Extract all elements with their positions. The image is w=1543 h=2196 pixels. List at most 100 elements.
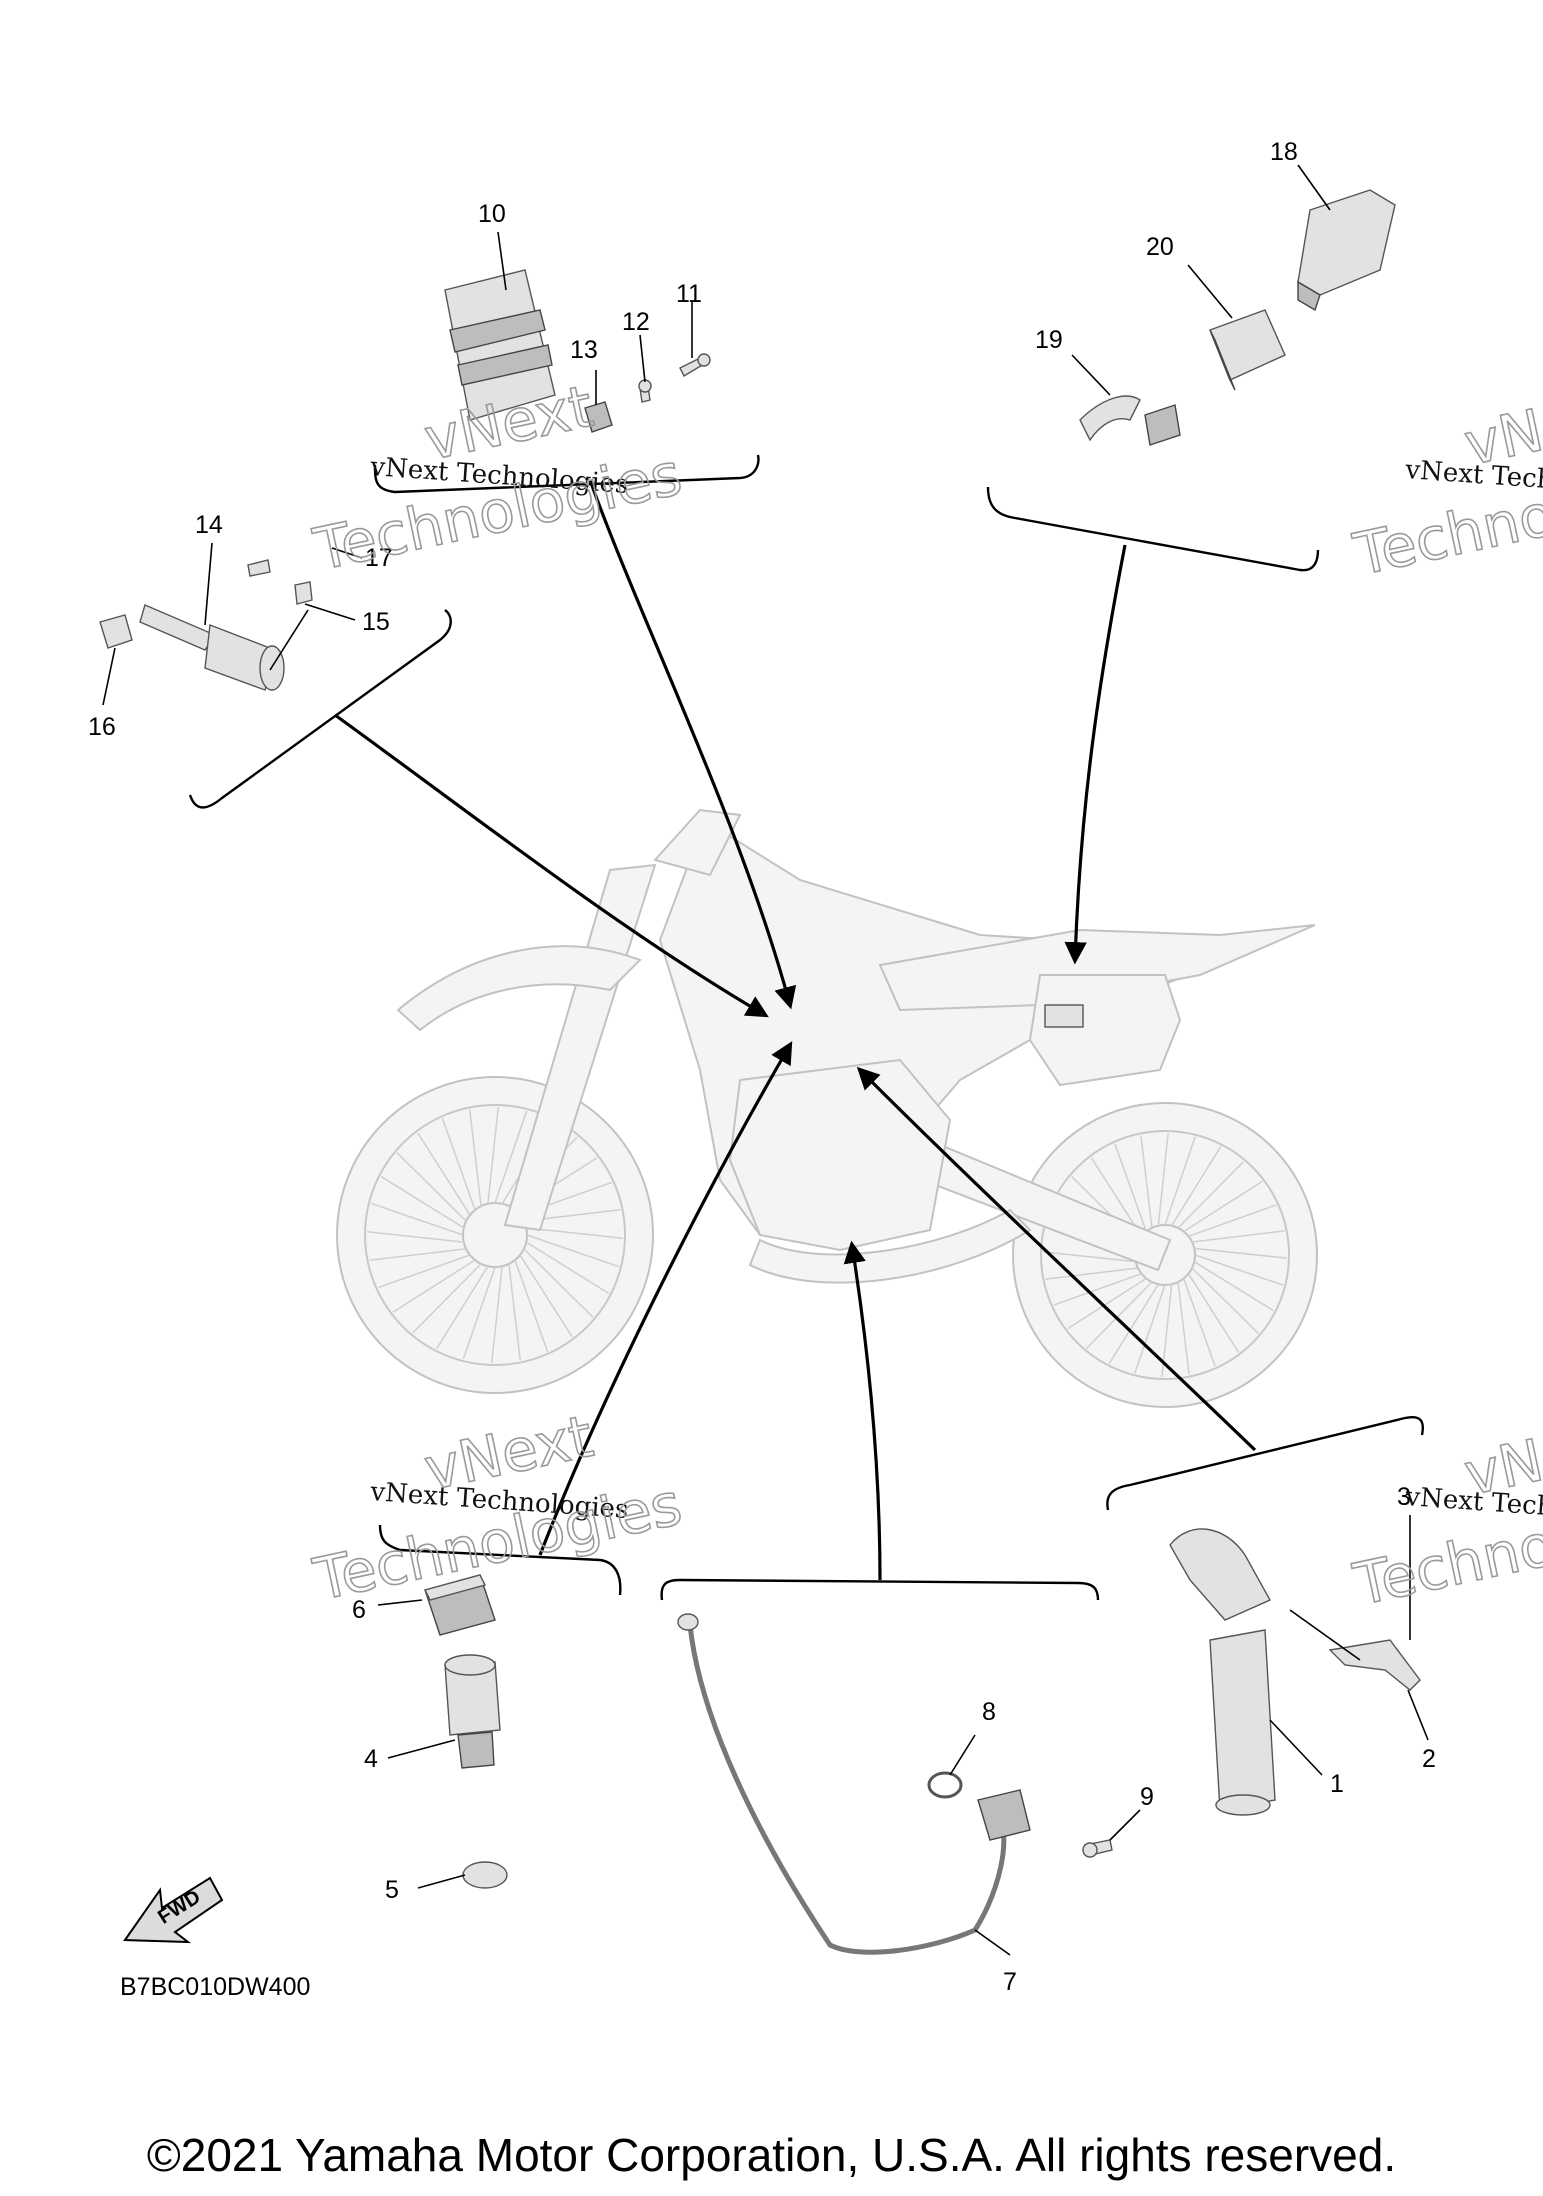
part-19-sensor bbox=[1079, 395, 1181, 446]
callout-12: 12 bbox=[622, 308, 650, 336]
callout-15: 15 bbox=[362, 608, 390, 636]
watermark-big-top: vNext bbox=[419, 372, 599, 474]
part-ecu bbox=[444, 269, 556, 421]
part-18-cdi bbox=[1297, 189, 1396, 312]
callout-11: 11 bbox=[676, 280, 702, 308]
wheel-spoke bbox=[1114, 1143, 1148, 1232]
wheel-spoke bbox=[508, 1263, 522, 1361]
wheel-spoke bbox=[435, 1265, 489, 1350]
wheel-spoke bbox=[525, 1241, 610, 1295]
wheel-spoke bbox=[378, 1254, 471, 1289]
part-20-relay bbox=[1209, 309, 1286, 391]
wheel-spoke bbox=[1177, 1281, 1190, 1375]
callout-16: 16 bbox=[88, 713, 116, 741]
part-12-bolt bbox=[638, 379, 652, 403]
wheel-spoke bbox=[417, 1132, 471, 1216]
wheel-spoke bbox=[1140, 1135, 1153, 1229]
watermark-big-top: vNext bbox=[1459, 377, 1543, 479]
seat bbox=[878, 924, 1316, 1012]
exhaust bbox=[748, 1208, 1032, 1284]
wheel-spoke bbox=[487, 1106, 500, 1204]
wheel-spoke bbox=[369, 1248, 467, 1262]
wheel-spoke bbox=[514, 1259, 549, 1352]
wheel-spoke bbox=[1187, 1273, 1240, 1353]
copyright-notice: ©2021 Yamaha Motor Corporation, U.S.A. A… bbox=[146, 2129, 1397, 2181]
wheel-spoke bbox=[380, 1175, 465, 1229]
wheel-spoke bbox=[526, 1227, 624, 1240]
wheel-spoke bbox=[519, 1254, 573, 1338]
front-fender bbox=[396, 945, 642, 1032]
wheel-spoke bbox=[1164, 1136, 1196, 1226]
callout-10: 10 bbox=[478, 200, 506, 228]
wheel-spoke bbox=[494, 1110, 528, 1204]
wheel-spoke bbox=[412, 1263, 482, 1334]
wheel-spoke bbox=[1045, 1267, 1139, 1280]
wheel-spoke bbox=[1108, 1283, 1159, 1364]
group-brackets bbox=[188, 454, 1424, 1601]
side-panel bbox=[1028, 974, 1182, 1087]
wheel-spoke bbox=[1177, 1161, 1245, 1229]
callout-6: 6 bbox=[352, 1596, 366, 1624]
callout-19: 19 bbox=[1035, 326, 1063, 354]
leader-lines bbox=[102, 164, 1429, 1956]
part-2-bracket bbox=[1328, 1639, 1421, 1691]
part-11-bolt bbox=[679, 353, 711, 377]
callout-numbers: 10 11 12 13 18 20 19 14 17 15 16 6 4 5 7… bbox=[88, 138, 1436, 1996]
relay-on-bike bbox=[1044, 1004, 1084, 1028]
wheel-spoke bbox=[1042, 1251, 1136, 1263]
part-15-clip bbox=[294, 581, 313, 605]
wheel-spoke bbox=[1067, 1277, 1147, 1330]
callout-5: 5 bbox=[385, 1876, 399, 1904]
callout-9: 9 bbox=[1140, 1783, 1154, 1811]
wheel-spoke bbox=[1194, 1254, 1284, 1286]
part-5-washer bbox=[462, 1861, 508, 1889]
callout-14: 14 bbox=[195, 511, 223, 539]
handlebar bbox=[653, 808, 742, 877]
wheel-spoke bbox=[366, 1230, 464, 1243]
wheel-spoke bbox=[1157, 1132, 1169, 1226]
callout-20: 20 bbox=[1146, 233, 1174, 261]
part-16-cap bbox=[99, 614, 133, 649]
watermark-big-top: vNext bbox=[1459, 1407, 1543, 1509]
wheel-spoke bbox=[1053, 1272, 1142, 1306]
callout-8: 8 bbox=[982, 1698, 996, 1726]
callout-7: 7 bbox=[1003, 1968, 1017, 1996]
part-7-sensor-head bbox=[977, 1789, 1031, 1841]
callout-2: 2 bbox=[1422, 1745, 1436, 1773]
wheel-spoke bbox=[1171, 1146, 1222, 1227]
wheel-spoke bbox=[1191, 1230, 1285, 1243]
motorcycle-illustration bbox=[336, 808, 1318, 1408]
wheel-spoke bbox=[468, 1109, 482, 1207]
part-14-ignition-coil bbox=[139, 604, 285, 691]
callout-4: 4 bbox=[364, 1745, 378, 1773]
part-8-oring bbox=[927, 1771, 963, 1799]
drawing-code: B7BC010DW400 bbox=[120, 1973, 310, 2001]
callout-17: 17 bbox=[365, 544, 393, 572]
engine bbox=[728, 1058, 952, 1252]
wheel-spoke bbox=[526, 1234, 620, 1268]
part-1-throttle bbox=[1169, 1528, 1276, 1816]
callout-18: 18 bbox=[1270, 138, 1298, 166]
wheel-spoke bbox=[1182, 1278, 1216, 1367]
wheel-spoke bbox=[1183, 1180, 1263, 1233]
callout-3: 3 bbox=[1397, 1483, 1411, 1511]
part-9-bolt bbox=[1082, 1839, 1113, 1858]
callout-1: 1 bbox=[1330, 1770, 1344, 1798]
wheel-spoke bbox=[392, 1259, 476, 1313]
part-7-harness bbox=[677, 1613, 1007, 1955]
callout-13: 13 bbox=[570, 336, 598, 364]
part-13-connector bbox=[584, 401, 613, 433]
wheel-spoke bbox=[462, 1266, 496, 1360]
wheel-spoke bbox=[1191, 1267, 1259, 1335]
wheel-spoke bbox=[396, 1152, 467, 1222]
wheel-spoke bbox=[1090, 1157, 1143, 1237]
wheel-spoke bbox=[490, 1266, 503, 1364]
part-4-sensor bbox=[444, 1654, 501, 1769]
wheel-spoke bbox=[441, 1118, 476, 1211]
wheel-spoke bbox=[1085, 1281, 1153, 1349]
wheel-spoke bbox=[1134, 1284, 1166, 1374]
wheel-spoke bbox=[523, 1248, 594, 1318]
wheel-spoke bbox=[370, 1202, 464, 1236]
wheel-spoke bbox=[1193, 1261, 1274, 1312]
